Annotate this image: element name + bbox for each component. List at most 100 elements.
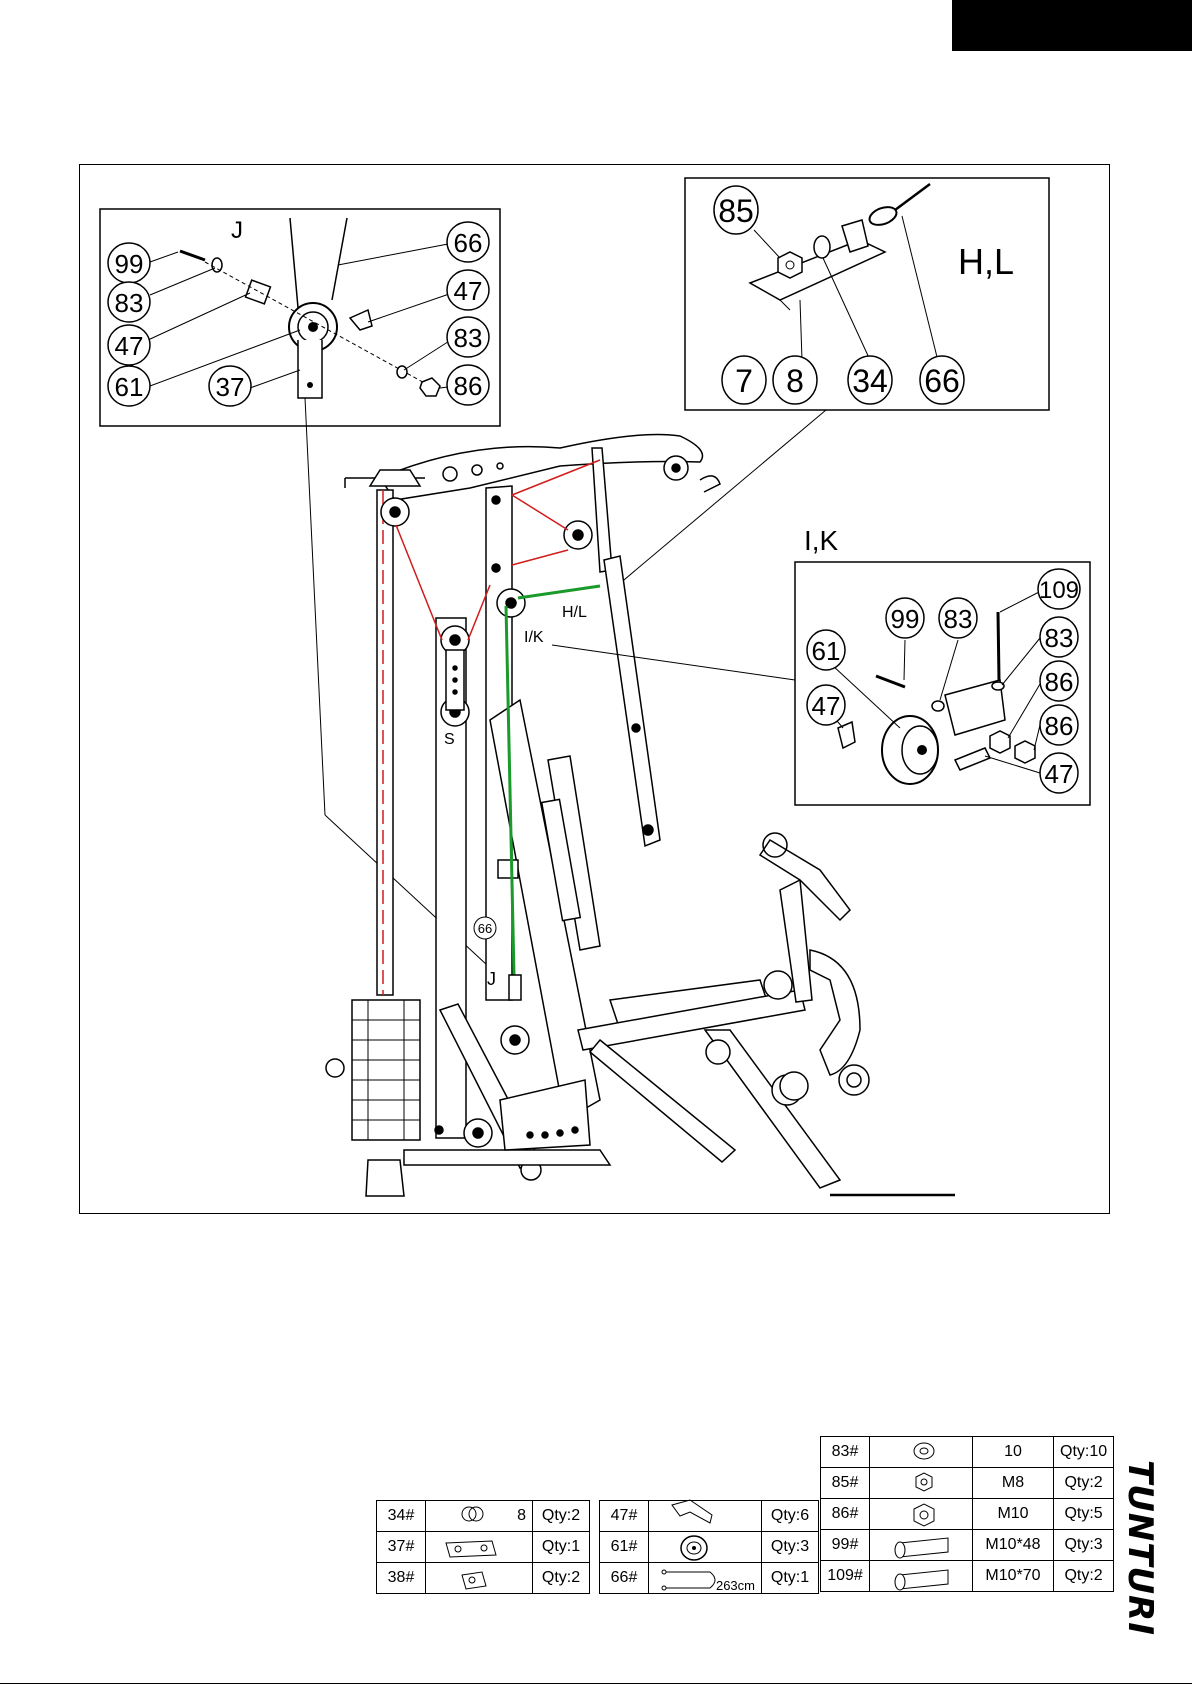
detail-ik-callout-61: 61 — [807, 630, 845, 670]
part-qty: Qty:3 — [762, 1532, 819, 1563]
table-row: 66# 263cm Qty:1 — [600, 1563, 819, 1594]
detail-j-callout-61: 61 — [108, 366, 150, 406]
table-row: 86# M10 Qty:5 — [821, 1499, 1114, 1530]
part-spec — [649, 1532, 762, 1563]
svg-text:7: 7 — [735, 363, 753, 399]
detail-j-callout-37: 37 — [209, 366, 251, 406]
part-id: 38# — [377, 1563, 426, 1594]
part-spec: M8 — [973, 1468, 1054, 1499]
detail-j-callout-47: 47 — [108, 325, 150, 365]
part-spec: M10 — [973, 1499, 1054, 1530]
label-s: S — [444, 731, 455, 748]
part-spec: M10*70 — [973, 1561, 1054, 1592]
part-id: 99# — [821, 1530, 870, 1561]
svg-text:99: 99 — [115, 249, 144, 279]
detail-ik-callout-83b: 83 — [1040, 617, 1078, 657]
part-qty: Qty:3 — [1054, 1530, 1114, 1561]
table-row: 37# Qty:1 — [377, 1532, 590, 1563]
part-id: 109# — [821, 1561, 870, 1592]
part-icon-cell — [870, 1530, 973, 1561]
svg-text:86: 86 — [454, 371, 483, 401]
part-id: 34# — [377, 1501, 426, 1532]
part-id: 83# — [821, 1437, 870, 1468]
table-row: 99# M10*48 Qty:3 — [821, 1530, 1114, 1561]
part-qty: Qty:5 — [1054, 1499, 1114, 1530]
parts-table-2: 47# Qty:6 61# Qty:3 66# 263cm Qty:1 — [599, 1500, 819, 1594]
detail-hl-label: H,L — [958, 241, 1014, 282]
detail-ik-callout-47: 47 — [807, 685, 845, 725]
part-qty: Qty:10 — [1054, 1437, 1114, 1468]
label-ik: I/K — [524, 629, 544, 646]
detail-j-box: J 99 83 47 61 — [100, 209, 500, 426]
detail-j-callout-66: 66 — [447, 222, 489, 262]
svg-text:61: 61 — [115, 372, 144, 402]
part-id: 37# — [377, 1532, 426, 1563]
svg-text:8: 8 — [786, 363, 804, 399]
svg-text:47: 47 — [1045, 759, 1074, 789]
detail-hl-callout-85: 85 — [714, 186, 758, 234]
parts-table-3: 83# 10 Qty:10 85# M8 Qty:2 86# M10 Qty:5… — [820, 1436, 1114, 1592]
detail-ik-callout-47b: 47 — [1040, 753, 1078, 793]
detail-hl-callout-66: 66 — [920, 356, 964, 404]
svg-text:47: 47 — [454, 276, 483, 306]
part-id: 61# — [600, 1532, 649, 1563]
detail-ik-box: I,K 61 99 83 109 83 — [795, 525, 1090, 805]
svg-text:83: 83 — [1045, 623, 1074, 653]
table-row: 47# Qty:6 — [600, 1501, 819, 1532]
part-qty: Qty:2 — [533, 1501, 590, 1532]
part-qty: Qty:2 — [1054, 1561, 1114, 1592]
detail-j-label: J — [231, 217, 243, 244]
parts-table-1: 34# 8 Qty:2 37# Qty:1 38# Qty:2 — [376, 1500, 590, 1594]
table-row: 85# M8 Qty:2 — [821, 1468, 1114, 1499]
svg-text:86: 86 — [1045, 667, 1074, 697]
part-qty: Qty:1 — [533, 1532, 590, 1563]
svg-text:86: 86 — [1045, 711, 1074, 741]
table-row: 109# M10*70 Qty:2 — [821, 1561, 1114, 1592]
part-spec: 8 — [426, 1501, 533, 1532]
label-hl: H/L — [562, 604, 587, 621]
part-id: 86# — [821, 1499, 870, 1530]
svg-text:66: 66 — [924, 363, 960, 399]
part-icon-cell — [870, 1437, 973, 1468]
detail-ik-callout-109: 109 — [1038, 569, 1080, 609]
detail-ik-callout-83: 83 — [939, 598, 977, 638]
table-row: 83# 10 Qty:10 — [821, 1437, 1114, 1468]
svg-text:61: 61 — [812, 636, 841, 666]
part-icon-cell — [870, 1499, 973, 1530]
part-spec: 10 — [973, 1437, 1054, 1468]
part-qty: Qty:2 — [533, 1563, 590, 1594]
detail-j-callout-47b: 47 — [447, 270, 489, 310]
detail-hl-callout-8: 8 — [773, 356, 817, 404]
table-row: 34# 8 Qty:2 — [377, 1501, 590, 1532]
detail-hl-callout-7: 7 — [722, 356, 766, 404]
svg-text:83: 83 — [454, 323, 483, 353]
part-spec: 263cm — [649, 1563, 762, 1594]
part-qty: Qty:1 — [762, 1563, 819, 1594]
svg-text:99: 99 — [891, 604, 920, 634]
svg-text:47: 47 — [812, 691, 841, 721]
detail-hl-callout-34: 34 — [848, 356, 892, 404]
detail-j-callout-83: 83 — [108, 282, 150, 322]
brand-logo: TUNTURI — [1120, 1460, 1160, 1620]
detail-ik-callout-86b: 86 — [1040, 705, 1078, 745]
part-icon-cell — [870, 1468, 973, 1499]
part-id: 47# — [600, 1501, 649, 1532]
detail-ik-label: I,K — [804, 525, 839, 556]
part-id: 66# — [600, 1563, 649, 1594]
svg-text:66: 66 — [454, 228, 483, 258]
svg-text:37: 37 — [216, 372, 245, 402]
page-bottom-rule — [0, 1683, 1192, 1684]
part-spec — [426, 1532, 533, 1563]
detail-j-callout-99: 99 — [108, 243, 150, 283]
svg-text:109: 109 — [1039, 577, 1079, 604]
svg-text:83: 83 — [115, 288, 144, 318]
svg-text:85: 85 — [718, 193, 754, 229]
svg-text:34: 34 — [852, 363, 888, 399]
detail-ik-callout-99: 99 — [886, 598, 924, 638]
detail-j-callout-83b: 83 — [447, 317, 489, 357]
detail-j-callout-86: 86 — [447, 365, 489, 405]
label-j: J — [487, 969, 496, 989]
part-spec — [426, 1563, 533, 1594]
svg-text:83: 83 — [944, 604, 973, 634]
